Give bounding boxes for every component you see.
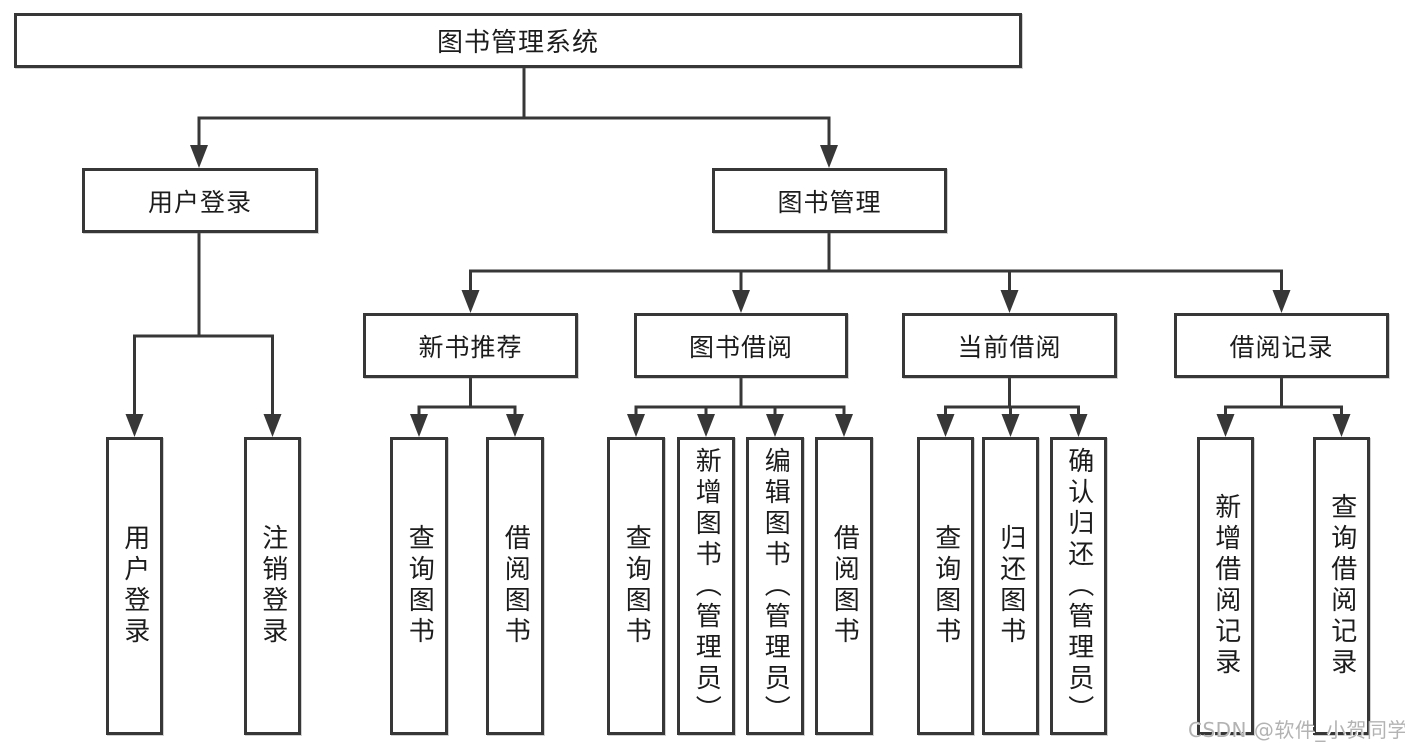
node-label: 新书推荐 xyxy=(418,332,523,362)
node-label: 图书借阅 xyxy=(688,332,793,362)
node-new-book-recommend: 新书推荐 xyxy=(363,313,578,378)
node-book-management: 图书管理 xyxy=(712,168,947,233)
leaf-recommend-borrow-book: 借阅图书 xyxy=(486,437,544,735)
arrowhead-down-icon xyxy=(190,145,838,168)
leaf-label: 编辑图书（管理员） xyxy=(760,446,791,726)
arrowhead-down-icon xyxy=(936,414,1088,437)
connector-current-borrow-children xyxy=(936,376,1088,437)
node-label: 图书管理 xyxy=(777,187,882,217)
leaf-logout: 注销登录 xyxy=(244,437,301,735)
leaf-label: 新增借阅记录 xyxy=(1210,493,1241,679)
leaf-current-return-book: 归还图书 xyxy=(982,437,1039,735)
leaf-label: 借阅图书 xyxy=(500,524,531,648)
connector-book-borrow-children xyxy=(627,376,853,437)
leaf-label: 新增图书（管理员） xyxy=(691,446,722,726)
arrowhead-down-icon xyxy=(125,414,282,437)
connector-book-management-children xyxy=(461,231,1291,313)
connector-new-book-recommend-children xyxy=(410,376,524,437)
connector-borrow-records-children xyxy=(1216,376,1351,437)
node-label: 用户登录 xyxy=(147,187,252,217)
leaf-label: 查询借阅记录 xyxy=(1326,493,1357,679)
leaf-user-login: 用户登录 xyxy=(106,437,163,735)
leaf-records-add-borrow-record: 新增借阅记录 xyxy=(1197,437,1254,735)
node-book-borrow: 图书借阅 xyxy=(634,313,848,378)
connector-user-login-children xyxy=(125,231,282,437)
leaf-label: 借阅图书 xyxy=(829,524,860,648)
leaf-borrow-query-book: 查询图书 xyxy=(607,437,665,735)
csdn-watermark: CSDN @软件_小贺同学 xyxy=(1188,718,1405,742)
node-root: 图书管理系统 xyxy=(14,13,1022,68)
leaf-label: 查询图书 xyxy=(621,524,652,648)
node-borrow-records: 借阅记录 xyxy=(1174,313,1389,378)
leaf-label: 用户登录 xyxy=(119,524,150,648)
leaf-borrow-edit-book-admin: 编辑图书（管理员） xyxy=(746,437,804,735)
arrowhead-down-icon xyxy=(461,290,1291,313)
node-current-borrow: 当前借阅 xyxy=(902,313,1117,378)
connector-root-to-level2 xyxy=(190,66,838,168)
leaf-label: 注销登录 xyxy=(257,524,288,648)
leaf-label: 确认归还（管理员） xyxy=(1063,446,1094,726)
leaf-borrow-add-book-admin: 新增图书（管理员） xyxy=(677,437,735,735)
node-label: 当前借阅 xyxy=(957,332,1062,362)
node-user-login: 用户登录 xyxy=(82,168,318,233)
leaf-records-query-borrow-record: 查询借阅记录 xyxy=(1313,437,1370,735)
leaf-label: 归还图书 xyxy=(995,524,1026,648)
arrowhead-down-icon xyxy=(410,414,524,437)
arrowhead-down-icon xyxy=(627,414,853,437)
arrowhead-down-icon xyxy=(1216,414,1351,437)
leaf-current-query-book: 查询图书 xyxy=(917,437,974,735)
leaf-label: 查询图书 xyxy=(930,524,961,648)
leaf-label: 查询图书 xyxy=(404,524,435,648)
leaf-recommend-query-book: 查询图书 xyxy=(390,437,448,735)
leaf-current-confirm-return-admin: 确认归还（管理员） xyxy=(1050,437,1107,735)
leaf-borrow-borrow-book: 借阅图书 xyxy=(815,437,873,735)
node-root-label: 图书管理系统 xyxy=(436,28,599,58)
node-label: 借阅记录 xyxy=(1229,332,1334,362)
